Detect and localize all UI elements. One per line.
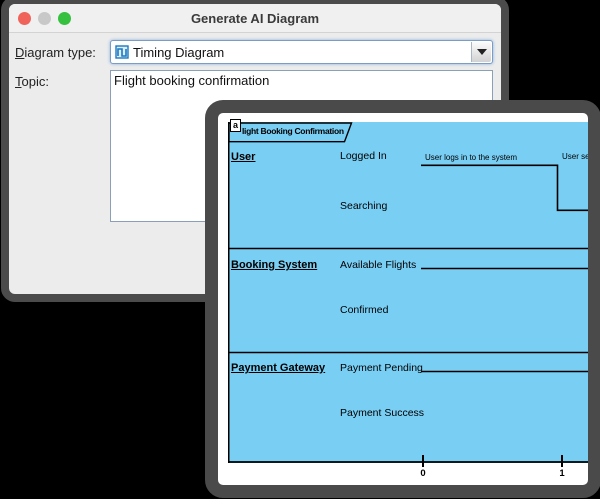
close-button[interactable] bbox=[18, 12, 31, 25]
annotation-user-searches: User sea bbox=[562, 152, 588, 161]
lifeline-payment-gateway: Payment Gateway bbox=[231, 362, 326, 374]
dialog-titlebar[interactable]: Generate AI Diagram bbox=[9, 4, 501, 33]
diagram-type-dropdown[interactable]: Timing Diagram bbox=[110, 40, 493, 64]
diagram-preview-window: a light Booking Confirmation User Logged… bbox=[205, 100, 600, 498]
timing-diagram-canvas: light Booking Confirmation User Logged I… bbox=[228, 122, 588, 463]
diagram-type-value: Timing Diagram bbox=[133, 44, 225, 60]
chevron-down-icon bbox=[476, 49, 487, 55]
time-label-0: 0 bbox=[420, 468, 426, 479]
lifeline-user: User bbox=[231, 151, 256, 163]
state-confirmed: Confirmed bbox=[340, 304, 389, 316]
zoom-button[interactable] bbox=[58, 12, 71, 25]
state-searching: Searching bbox=[340, 200, 388, 212]
time-tick-1 bbox=[561, 455, 563, 467]
frame-label-icon: a bbox=[230, 119, 241, 132]
dropdown-arrow-button[interactable] bbox=[471, 42, 491, 62]
state-payment-pending: Payment Pending bbox=[340, 362, 423, 374]
annotation-user-logs-in: User logs in to the system bbox=[425, 153, 518, 162]
state-logged-in: Logged In bbox=[340, 150, 387, 162]
state-available-flights: Available Flights bbox=[340, 259, 417, 271]
dialog-title: Generate AI Diagram bbox=[190, 11, 320, 26]
timing-diagram-icon bbox=[115, 45, 129, 59]
time-label-1: 1 bbox=[559, 468, 565, 479]
topic-label: Topic: bbox=[15, 74, 49, 89]
time-tick-0 bbox=[422, 455, 424, 467]
state-payment-success: Payment Success bbox=[340, 407, 425, 419]
frame-label: light Booking Confirmation bbox=[242, 126, 344, 136]
diagram-type-label: Diagram type: bbox=[15, 45, 96, 60]
diagram-lines bbox=[228, 122, 588, 463]
minimize-button bbox=[38, 12, 51, 25]
lifeline-booking-system: Booking System bbox=[231, 259, 318, 271]
